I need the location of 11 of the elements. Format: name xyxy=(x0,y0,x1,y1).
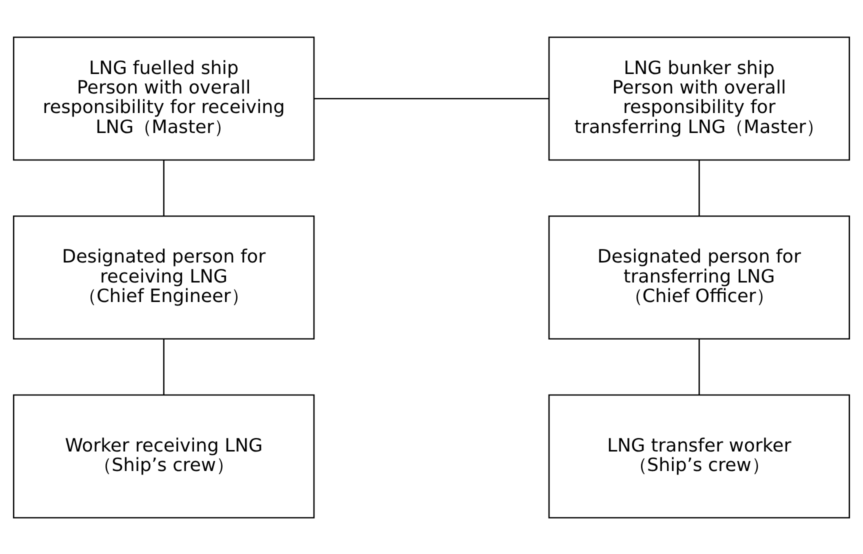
node-box: Designated person for receiving LNG （Chief Engineer） xyxy=(12,214,315,340)
connector xyxy=(314,97,549,99)
node-box: LNG transfer worker （Ship’s crew） xyxy=(548,394,850,518)
connector xyxy=(698,338,700,394)
node-box: LNG bunker ship Person with overall responsibility for transferring LNG（Master） xyxy=(548,36,850,160)
connector xyxy=(698,160,700,216)
node-box: Worker receiving LNG （Ship’s crew） xyxy=(12,394,315,518)
node-box: LNG fuelled ship Person with overall responsibility for receiving LNG（Master） xyxy=(12,36,315,160)
connector xyxy=(163,160,164,216)
connector xyxy=(163,338,164,394)
node-box: Designated person for transferring LNG （Chief Officer） xyxy=(548,214,850,340)
